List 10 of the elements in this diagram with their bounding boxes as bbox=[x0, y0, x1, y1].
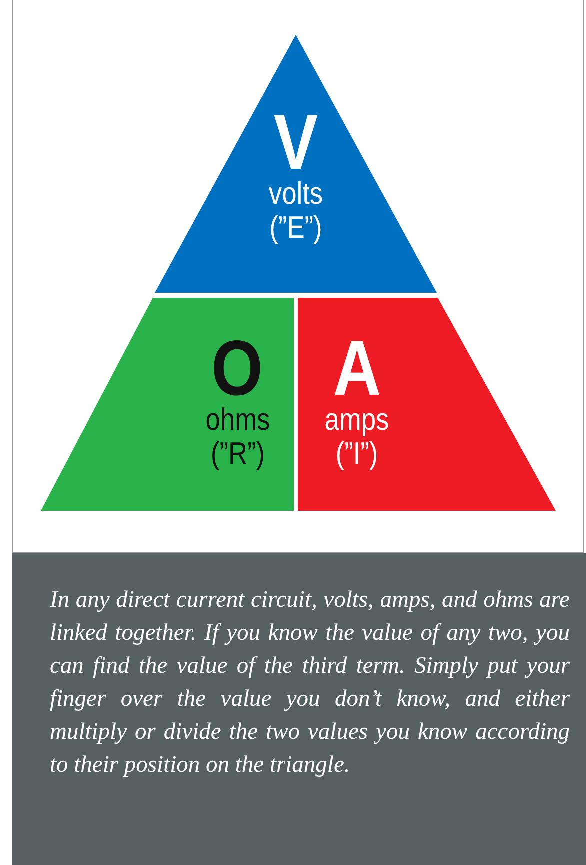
triangle-segment bbox=[298, 298, 556, 511]
unit-letter: A bbox=[333, 333, 381, 403]
triangle-segment bbox=[155, 35, 437, 293]
unit-label: amps (”I”) bbox=[324, 403, 390, 471]
unit-letter: O bbox=[212, 333, 264, 403]
unit-letter: V bbox=[274, 107, 318, 177]
triangle-segment bbox=[41, 298, 294, 511]
caption: In any direct current circuit, volts, amps, and ohms are linked together. If you know the value of any two, you can find the value of the third term. Simply put your finger over the value you don’t know, and either multiply or divide the two values you know according to their position on the triangle. bbox=[50, 586, 570, 780]
unit-label: ohms (”R”) bbox=[204, 403, 271, 471]
unit-label: volts (”E”) bbox=[268, 177, 324, 245]
